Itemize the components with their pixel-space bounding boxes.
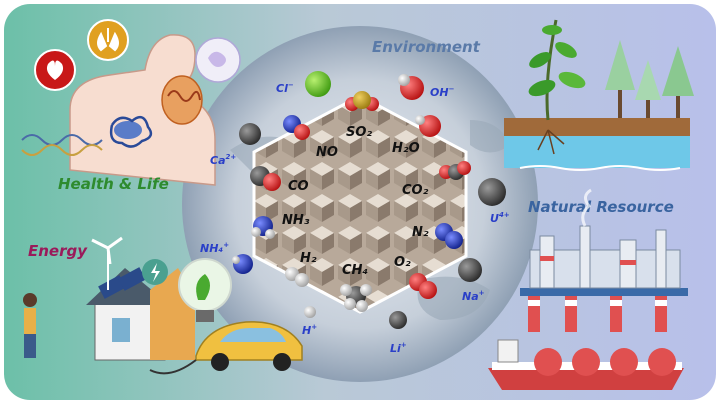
environment-title: Environment	[372, 38, 481, 56]
label-so2: SO₂	[346, 125, 372, 140]
label-uranium-ion: U4+	[490, 211, 510, 225]
label-co2: CO₂	[402, 183, 429, 198]
energy-illustration	[23, 236, 303, 375]
platform-deck	[520, 288, 688, 296]
label-n2: N₂	[412, 225, 429, 240]
sodium-ion-sphere	[458, 258, 482, 282]
dna-icon	[21, 134, 103, 146]
molecule-models	[232, 71, 506, 329]
uranium-ion-sphere	[478, 178, 506, 206]
proton-sphere	[304, 306, 316, 318]
environment-illustration	[504, 19, 694, 171]
tree-icon	[605, 40, 635, 90]
energy-title: Energy	[28, 242, 88, 260]
tree-icon	[635, 60, 661, 100]
solar-panel-icon	[98, 275, 126, 299]
lithium-ion-sphere	[389, 311, 407, 329]
tree-icon	[662, 46, 694, 96]
calcium-ion-sphere	[239, 123, 261, 145]
label-ch4: CH₄	[342, 263, 368, 278]
label-ammonium-ion: NH₄+	[200, 241, 229, 255]
refinery-icon	[529, 249, 681, 289]
label-h2o: H₂O	[392, 141, 420, 156]
natural-resource-title: Natural Resource	[528, 198, 674, 216]
person-icon	[23, 293, 37, 307]
label-nh3: NH₃	[282, 213, 310, 228]
label-o2: O₂	[394, 255, 411, 270]
mof-lattice-hexagon	[252, 94, 468, 314]
label-proton: H+	[302, 323, 317, 337]
soil-layer	[504, 118, 690, 136]
label-chloride-ion: Cl−	[276, 81, 294, 95]
label-sodium-ion: Na+	[462, 289, 485, 303]
natural-resource-illustration	[488, 188, 688, 390]
lng-tanker-hull	[488, 368, 684, 390]
chloride-ion-sphere	[305, 71, 331, 97]
label-co: CO	[288, 179, 309, 194]
label-lithium-ion: Li+	[390, 341, 407, 355]
water-layer	[504, 132, 690, 168]
label-calcium-ion: Ca2+	[210, 153, 236, 167]
lng-tank	[534, 348, 562, 376]
health-life-title: Health & Life	[58, 175, 169, 193]
label-no: NO	[316, 145, 338, 160]
label-hydroxide-ion: OH−	[430, 85, 455, 99]
intestine-icon	[114, 121, 142, 139]
health-life-illustration	[21, 19, 241, 186]
label-h2: H₂	[300, 251, 317, 266]
